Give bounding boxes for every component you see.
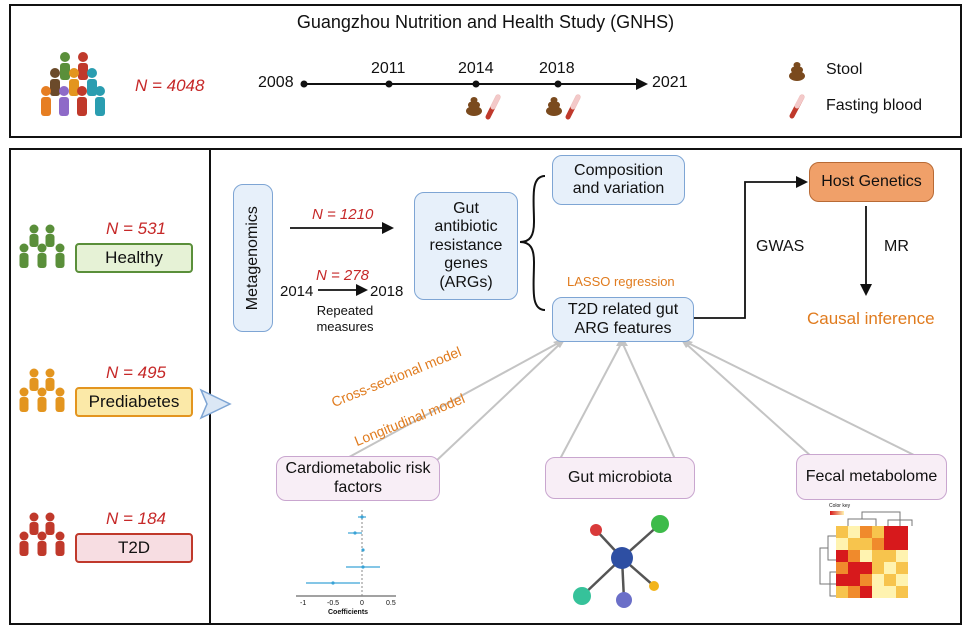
t2d-label: T2D <box>75 533 193 563</box>
timeline-year-2008: 2008 <box>258 74 294 91</box>
timeline-year-2018: 2018 <box>539 60 575 77</box>
repeated-measures-label: Repeated measures <box>316 303 374 334</box>
t2d-n: N = 184 <box>106 509 167 528</box>
coef-tick-neg1: -1 <box>300 600 307 607</box>
timeline-year-2011: 2011 <box>371 60 406 77</box>
causal-inference-label: Causal inference <box>807 309 935 328</box>
lasso-label: LASSO regression <box>567 274 675 289</box>
year-start: 2014 <box>280 283 314 300</box>
n-cross-sectional: N = 1210 <box>312 206 374 223</box>
legend-stool-label: Stool <box>826 61 863 78</box>
metagenomics-box: Metagenomics <box>233 184 273 332</box>
metagenomics-label: Metagenomics <box>243 205 261 311</box>
analysis-panel <box>9 148 962 625</box>
timeline-year-2021: 2021 <box>652 74 688 91</box>
study-overview-panel <box>9 4 962 138</box>
healthy-n: N = 531 <box>106 219 167 238</box>
panel-divider <box>209 149 211 624</box>
prediabetes-n: N = 495 <box>106 363 167 382</box>
args-box: Gut antibiotic resistance genes (ARGs) <box>414 192 518 300</box>
t2d-features-box: T2D related gut ARG features <box>552 297 694 342</box>
study-title: Guangzhou Nutrition and Health Study (GN… <box>296 12 675 32</box>
prediabetes-label: Prediabetes <box>75 387 193 417</box>
year-end: 2018 <box>370 283 404 300</box>
gwas-label: GWAS <box>756 238 805 255</box>
timeline-year-2014: 2014 <box>458 60 494 77</box>
coef-axis-label: Coefficients <box>328 609 369 616</box>
cardiometabolic-box: Cardiometabolic risk factors <box>276 456 440 501</box>
composition-box: Composition and variation <box>552 155 685 205</box>
coef-tick-neg05: -0.5 <box>327 600 340 607</box>
mr-label: MR <box>884 238 909 255</box>
fecal-metabolome-box: Fecal metabolome <box>796 454 947 500</box>
coef-tick-0: 0 <box>360 600 364 607</box>
coef-tick-05: 0.5 <box>386 600 396 607</box>
heatmap-color-key-label: Color key <box>829 503 851 509</box>
legend-blood-label: Fasting blood <box>826 97 923 114</box>
host-genetics-box: Host Genetics <box>809 162 934 202</box>
healthy-label: Healthy <box>75 243 193 273</box>
n-repeated: N = 278 <box>316 267 369 284</box>
cohort-total-n: N = 4048 <box>135 76 205 95</box>
gut-microbiota-box: Gut microbiota <box>545 457 695 499</box>
